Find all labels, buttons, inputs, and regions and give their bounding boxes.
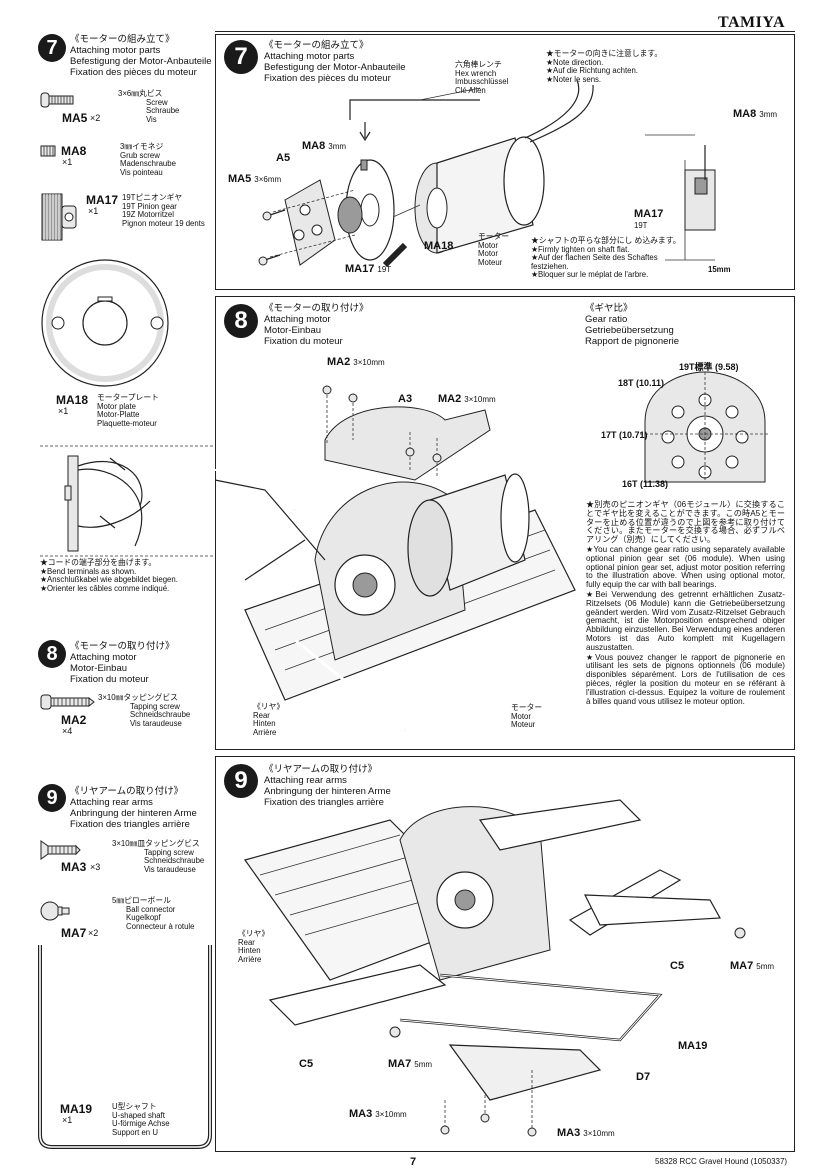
label-ma19: MA19 (678, 1040, 708, 1052)
ma17-code: MA17 (86, 193, 119, 207)
ma19-qty: ×1 (62, 1115, 73, 1125)
ma18-qty: ×1 (58, 406, 69, 416)
ma5-qty: ×2 (90, 113, 101, 123)
label-ma18: MA18 (424, 240, 454, 252)
step-9-panel-title: 《リヤアームの取り付け》 Attaching rear arms Anbring… (264, 764, 391, 808)
motor-label-7: モーター Motor Motor Moteur (478, 232, 510, 267)
motor-install-illustration (205, 385, 576, 732)
label-ma17-19t: MA17 19T (345, 263, 392, 275)
ma7-qty: ×2 (88, 928, 99, 938)
ma8-qty: ×1 (62, 157, 73, 167)
rear-arm-illustration (244, 799, 746, 1137)
rear-label-9: 《リヤ》 Rear Hinten Arrière (238, 929, 270, 964)
ma17-qty: ×1 (88, 206, 99, 216)
bend-terminals-illustration (40, 445, 215, 557)
ma3-code: MA3 (61, 860, 87, 874)
label-ma2-left: MA2 3×10mm (327, 356, 385, 368)
ma2-code: MA2 (61, 713, 87, 727)
label-ma7-right: MA7 5mm (730, 960, 775, 972)
ma18-motor-plate-icon (41, 259, 169, 387)
gear-ratio-notes: ★別売のピニオンギヤ（06モジュール）に交換することでギヤ比を変えることができま… (586, 500, 785, 706)
motor-assembly-illustration (258, 79, 716, 268)
ma18-code: MA18 (56, 393, 89, 407)
ma18-names: モータープレート Motor plate Motor-Platte Plaque… (97, 393, 159, 428)
gear-17t: 17T (10.71) (601, 430, 648, 440)
label-ma8-3mm: MA8 3mm (302, 140, 347, 152)
label-ma5-3x6mm: MA5 3×6mm (228, 173, 282, 185)
ma17-pinion-gear-icon (41, 193, 77, 241)
gear-ratio-heading: 《ギヤ比》 Gear ratio Getriebeübersetzung Rap… (585, 303, 680, 347)
label-ma3-left: MA3 3×10mm (349, 1108, 407, 1120)
gear-16t: 16T (11.38) (622, 479, 669, 489)
rear-label-8: 《リヤ》 Rear Hinten Arrière (253, 702, 285, 737)
ma7-ball-connector-icon (40, 901, 70, 921)
bend-terminals-note: ★コードの端子部分を曲げます。 ★Bend terminals as shown… (40, 558, 178, 593)
step-7-left-title: 《モーターの組み立て》 Attaching motor parts Befest… (70, 34, 212, 78)
label-ma7-left: MA7 5mm (388, 1058, 433, 1070)
step-7-badge: 7 (38, 34, 66, 62)
step-9-left-title: 《リヤアームの取り付け》 Attaching rear arms Anbring… (70, 786, 197, 830)
gear-18t: 18T (10.11) (618, 378, 665, 388)
ma2-qty: ×4 (62, 726, 73, 736)
ma5-screw-icon (40, 92, 74, 108)
brand-logo: TAMIYA (718, 14, 786, 31)
detail-label-ma8: MA8 3mm (733, 108, 778, 120)
step-9-badge-panel: 9 (224, 764, 258, 798)
ma3-countersunk-screw-icon (40, 840, 81, 860)
page-number: 7 (410, 1156, 417, 1168)
header-rule (215, 31, 795, 32)
gap-15mm: 15mm (708, 265, 731, 274)
ma7-names: 5㎜ピローボール Ball connector Kugelkopf Connec… (112, 896, 195, 931)
ma5-names: 3×6㎜丸ビス Screw Schraube Vis (118, 89, 180, 124)
label-d7: D7 (636, 1071, 651, 1083)
step-8-left-badge: 8 (38, 640, 66, 668)
ma19-names: U型シャフト U-shaped shaft U-förmige Achse Su… (112, 1102, 170, 1137)
step-9-left-badge: 9 (38, 784, 66, 812)
ma19-code: MA19 (60, 1102, 93, 1116)
label-a3: A3 (398, 393, 413, 405)
step-8-panel-title: 《モーターの取り付け》 Attaching motor Motor-Einbau… (264, 303, 369, 347)
direction-note: ★モーターの向きに注意します。 ★Note direction. ★Auf di… (546, 49, 663, 84)
ma17-names: 19Tピニオンギヤ 19T Pinion gear 19Z Motorritze… (122, 193, 205, 228)
step-7-panel-title: 《モーターの組み立て》 Attaching motor parts Befest… (264, 40, 406, 84)
label-c5-right: C5 (670, 960, 685, 972)
ma8-grub-screw-icon (40, 145, 56, 157)
ma5-code: MA5 (62, 111, 88, 125)
step-8-left-title: 《モーターの取り付け》 Attaching motor Motor-Einbau… (70, 641, 175, 685)
step-7-badge-panel: 7 (224, 40, 258, 74)
label-c5-left: C5 (299, 1058, 314, 1070)
ma7-code: MA7 (61, 926, 87, 940)
step-8-badge-panel: 8 (224, 304, 258, 338)
ma2-tapping-screw-icon (40, 694, 95, 710)
detail-label-19t: 19T (634, 221, 648, 230)
gear-ratio-diagram (640, 371, 770, 483)
ma8-code: MA8 (61, 144, 87, 158)
ma3-names: 3×10㎜皿タッピングビス Tapping screw Schneidschra… (112, 839, 205, 874)
label-ma3-right: MA3 3×10mm (557, 1127, 615, 1139)
label-ma2-right: MA2 3×10mm (438, 393, 496, 405)
detail-label-ma17: MA17 (634, 208, 664, 220)
shaft-flat-note: ★シャフトの平らな部分にし め込みます。 ★Firmly tighten on … (531, 236, 681, 280)
label-a5: A5 (276, 152, 291, 164)
footer-product: 58328 RCC Gravel Hound (1050337) (655, 1157, 788, 1166)
ma2-names: 3×10㎜タッピングビス Tapping screw Schneidschrau… (98, 693, 191, 728)
ma8-names: 3㎜イモネジ Grub screw Madenschraube Vis poin… (120, 142, 176, 177)
gear-19t-std: 19T標準 (9.58) (679, 362, 739, 372)
ma19-u-shaft-icon (38, 945, 212, 1149)
ma3-qty: ×3 (90, 862, 101, 872)
motor-label-8: モーター Motor Moteur (511, 703, 543, 730)
